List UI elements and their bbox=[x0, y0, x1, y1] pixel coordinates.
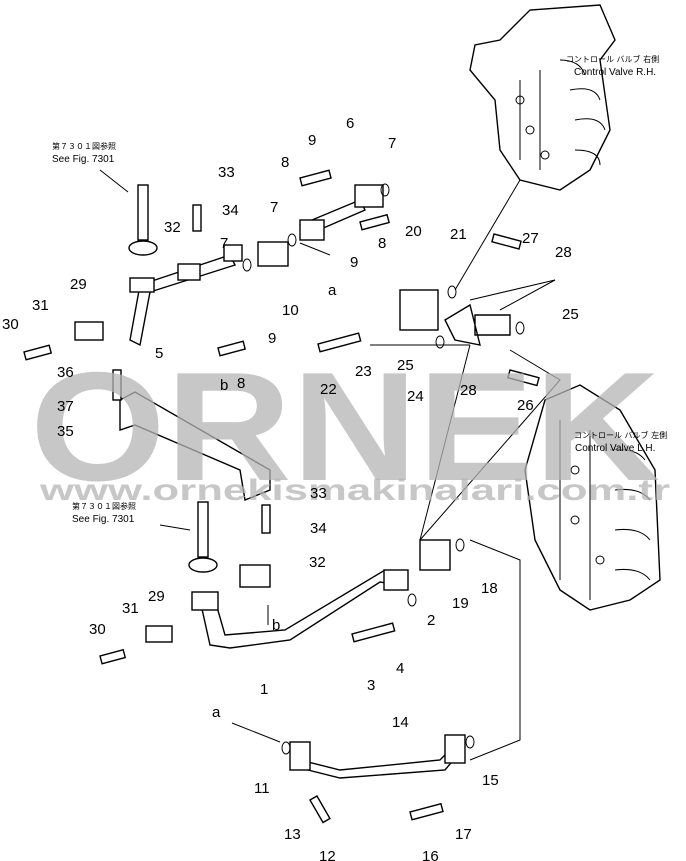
callout: 19 bbox=[452, 595, 469, 612]
block-29-upper bbox=[74, 321, 104, 341]
callout: 18 bbox=[481, 580, 498, 597]
stand-upper bbox=[99, 169, 158, 256]
pipe-14 bbox=[299, 743, 461, 779]
callout: 11 bbox=[254, 780, 270, 797]
callout: 24 bbox=[407, 388, 424, 405]
callout: 30 bbox=[89, 621, 106, 638]
callout: 8 bbox=[378, 235, 386, 252]
callout: 2 bbox=[427, 612, 435, 629]
callout: 14 bbox=[392, 714, 409, 731]
control-valve-lh bbox=[524, 384, 661, 611]
callout: a bbox=[212, 704, 221, 721]
callout: 29 bbox=[148, 588, 165, 605]
callout: 16 bbox=[422, 848, 439, 861]
callout: 28 bbox=[460, 382, 477, 399]
callout: a bbox=[328, 282, 337, 299]
callout: 37 bbox=[57, 398, 74, 415]
callout: 7 bbox=[270, 199, 278, 216]
flange-10 bbox=[257, 241, 289, 267]
callout: 8 bbox=[281, 154, 289, 171]
callout: 23 bbox=[355, 363, 372, 380]
bracket-32-lower bbox=[239, 564, 271, 588]
bracket bbox=[119, 391, 271, 501]
pipe-5 bbox=[129, 244, 243, 347]
callout: 33 bbox=[310, 485, 327, 502]
control-valve-rh bbox=[469, 4, 616, 191]
callout: 35 bbox=[57, 423, 74, 440]
callout: 9 bbox=[268, 330, 276, 347]
callout: 25 bbox=[562, 306, 579, 323]
pipe-24 bbox=[444, 303, 511, 346]
callout: 31 bbox=[122, 600, 139, 617]
stand-lower bbox=[159, 501, 218, 573]
o-rings bbox=[242, 183, 525, 755]
callout: 17 bbox=[455, 826, 472, 843]
valve-lh-label: Control Valve L.H. bbox=[575, 443, 655, 454]
callout: 22 bbox=[320, 381, 337, 398]
callout: 8 bbox=[237, 375, 245, 392]
callout: 36 bbox=[57, 364, 74, 381]
callout: 31 bbox=[32, 297, 49, 314]
callout: 7 bbox=[220, 235, 228, 252]
callout: 9 bbox=[308, 132, 316, 149]
callout: b bbox=[272, 617, 280, 634]
watermark-url: www.ornekismakinalari.com.tr bbox=[39, 474, 671, 507]
callout: 26 bbox=[517, 397, 534, 414]
valve-rh-label: Control Valve R.H. bbox=[574, 67, 656, 78]
callout: 28 bbox=[555, 244, 572, 261]
callout: b bbox=[220, 377, 228, 394]
valve-lh-jp: コントロール バルブ 左側 bbox=[574, 430, 667, 440]
callout: 13 bbox=[284, 826, 301, 843]
callout: 32 bbox=[164, 219, 181, 236]
callout: 10 bbox=[282, 302, 299, 319]
callout: 7 bbox=[388, 135, 396, 152]
block-20 bbox=[399, 289, 439, 331]
callout: 4 bbox=[396, 660, 404, 677]
bolts bbox=[23, 169, 540, 824]
callout: 20 bbox=[405, 223, 422, 240]
block-19 bbox=[419, 539, 451, 571]
callout: 6 bbox=[346, 115, 354, 132]
callout: 3 bbox=[367, 677, 375, 694]
watermark-logo: ORNEK bbox=[30, 340, 660, 513]
callout: 29 bbox=[70, 276, 87, 293]
callout: 12 bbox=[319, 848, 336, 861]
callout: 5 bbox=[155, 345, 163, 362]
callout: 34 bbox=[222, 202, 239, 219]
callout: 30 bbox=[2, 316, 19, 333]
callout: 32 bbox=[309, 554, 326, 571]
see-fig-upper: See Fig. 7301 bbox=[52, 154, 115, 165]
callout: 21 bbox=[450, 226, 467, 243]
callout: 9 bbox=[350, 254, 358, 271]
callout: 1 bbox=[260, 681, 268, 698]
valve-rh-jp: コントロール バルブ 右側 bbox=[566, 54, 659, 64]
block-29-lower bbox=[145, 625, 173, 643]
see-fig-jp-lower: 第７３０１図参照 bbox=[72, 501, 136, 511]
callout: 15 bbox=[482, 772, 499, 789]
callout: 25 bbox=[397, 357, 414, 374]
see-fig-jp-upper: 第７３０１図参照 bbox=[52, 141, 116, 151]
callouts: 33 34 32 29 31 30 7 10 a 5 9 8 36 37 35 … bbox=[2, 115, 579, 861]
see-fig-lower: See Fig. 7301 bbox=[72, 514, 135, 525]
callout: 34 bbox=[310, 520, 327, 537]
callout: 27 bbox=[522, 230, 539, 247]
callout: 33 bbox=[218, 164, 235, 181]
